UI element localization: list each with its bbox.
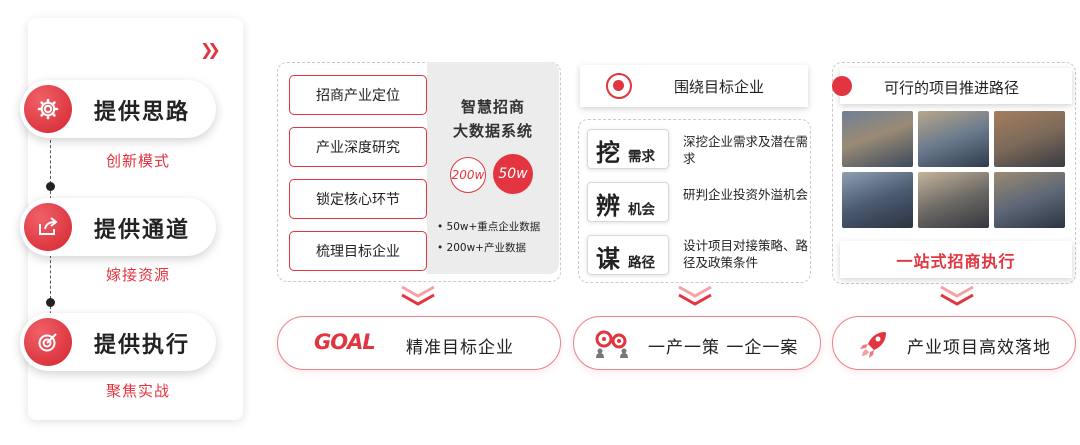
meeting-photo bbox=[994, 172, 1065, 228]
bubble-50w: 50w bbox=[493, 154, 533, 194]
gears-people-icon bbox=[592, 329, 632, 359]
rocket-icon bbox=[857, 327, 891, 361]
meeting-photo bbox=[918, 172, 989, 228]
meeting-photo bbox=[842, 172, 913, 228]
result-label: 精准目标企业 bbox=[406, 338, 514, 358]
step-provide-channel: 提供通道 bbox=[20, 198, 216, 256]
meeting-photo bbox=[994, 111, 1065, 167]
connector-dot bbox=[46, 182, 55, 191]
action-card: 谋 路径 bbox=[587, 235, 669, 275]
action-word: 路径 bbox=[628, 255, 655, 271]
chevron-down-icon bbox=[678, 285, 712, 306]
block1-container bbox=[277, 62, 561, 282]
connector-dot bbox=[46, 298, 55, 307]
block2-container bbox=[578, 119, 811, 283]
action-desc: 研判企业投资外溢机会 bbox=[683, 187, 809, 202]
result-label: 产业项目高效落地 bbox=[907, 338, 1051, 358]
stack-item: 产业深度研究 bbox=[289, 127, 427, 167]
target-icon bbox=[24, 318, 72, 366]
meeting-photo bbox=[842, 111, 913, 167]
step-title: 提供执行 bbox=[94, 333, 191, 358]
block3-footer: 一站式招商执行 bbox=[840, 241, 1072, 278]
result-pill-one-policy: 一产一策 一企一案 bbox=[573, 316, 821, 370]
result-pill-target-enterprises: GOAL 精准目标企业 bbox=[277, 316, 561, 370]
meeting-photo bbox=[918, 111, 989, 167]
double-chevron-icon: ❯❯ bbox=[200, 40, 221, 59]
action-card: 辨 机会 bbox=[587, 182, 669, 222]
action-char: 谋 bbox=[596, 245, 620, 273]
action-desc: 深挖企业需求及潜在需求 bbox=[683, 134, 809, 166]
step-title: 提供通道 bbox=[94, 218, 191, 243]
step-provide-ideas: 提供思路 bbox=[20, 80, 216, 138]
action-char: 挖 bbox=[596, 139, 620, 167]
header-title: 可行的项目推进路径 bbox=[884, 79, 1020, 97]
stack-item: 锁定核心环节 bbox=[289, 179, 427, 219]
block3-container bbox=[832, 62, 1076, 284]
action-card: 挖 需求 bbox=[587, 129, 669, 169]
bubble-200w: 200w bbox=[450, 157, 486, 193]
step-title: 提供思路 bbox=[94, 100, 191, 125]
bullet-text: • 50w+重点企业数据 bbox=[437, 221, 541, 233]
gear-icon bbox=[24, 85, 72, 133]
action-desc: 设计项目对接策略、路径及政策条件 bbox=[683, 238, 809, 270]
stack-item: 梳理目标企业 bbox=[289, 231, 427, 271]
header-title: 围绕目标企业 bbox=[674, 78, 765, 96]
block3-header: 可行的项目推进路径 bbox=[832, 68, 1072, 104]
step-subtitle: 嫁接资源 bbox=[105, 266, 170, 284]
action-word: 需求 bbox=[628, 149, 655, 165]
action-char: 辨 bbox=[596, 192, 620, 220]
block2-header: 围绕目标企业 bbox=[580, 65, 808, 107]
step-subtitle: 聚焦实战 bbox=[105, 382, 170, 400]
chevron-down-icon bbox=[401, 285, 435, 306]
chevron-down-icon bbox=[940, 285, 974, 306]
system-title: 大数据系统 bbox=[452, 122, 533, 140]
step-provide-execution: 提供执行 bbox=[20, 313, 216, 371]
stack-item: 招商产业定位 bbox=[289, 75, 427, 115]
result-pill-project-landing: 产业项目高效落地 bbox=[832, 316, 1076, 370]
red-dot bbox=[832, 76, 852, 96]
bullet-text: • 200w+产业数据 bbox=[437, 242, 526, 254]
system-title: 智慧招商 bbox=[460, 98, 525, 116]
goal-logo: GOAL bbox=[314, 330, 376, 354]
result-label: 一产一策 一企一案 bbox=[648, 338, 799, 358]
action-word: 机会 bbox=[628, 202, 655, 218]
step-subtitle: 创新模式 bbox=[105, 152, 170, 170]
share-icon bbox=[24, 203, 72, 251]
target-icon bbox=[606, 73, 632, 99]
